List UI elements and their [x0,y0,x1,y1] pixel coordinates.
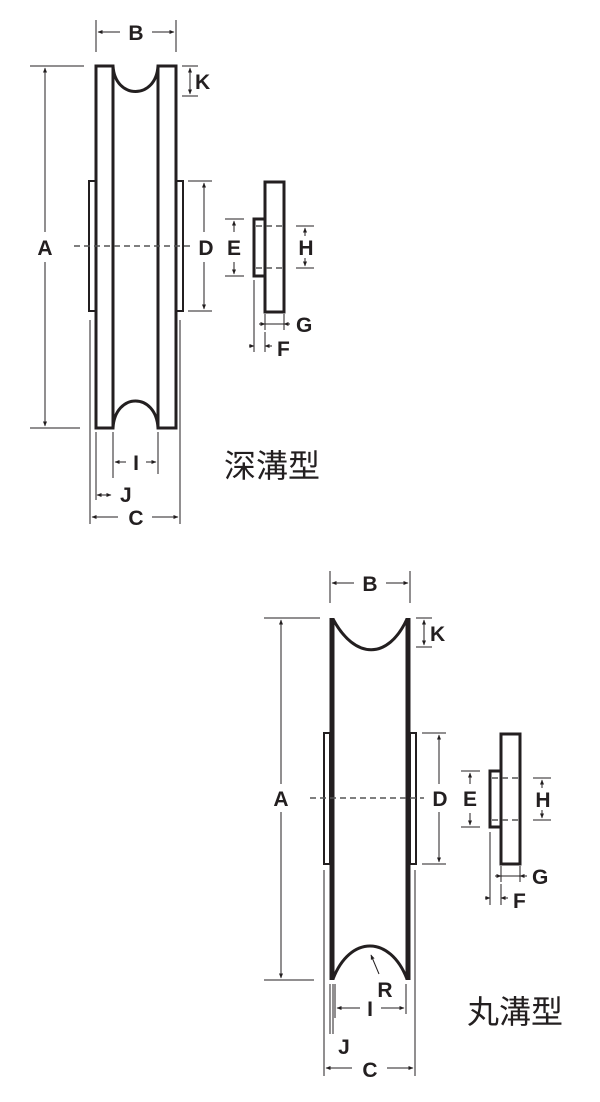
label-B: B [362,573,377,596]
label-B: B [128,22,143,45]
dim-E-1: E [225,218,244,277]
dim-H-2: H [533,777,551,821]
dim-G-1: G [259,314,312,337]
dim-J-2: J [329,984,350,1059]
dim-C-1: C [89,320,181,530]
label-D: D [432,788,447,811]
label-J: J [120,484,132,507]
label-C: C [362,1059,377,1082]
dim-I-1: I [112,432,159,478]
diagram-2-title: 丸溝型 [467,993,563,1031]
bushing-2 [488,732,522,866]
label-H: H [535,789,550,812]
label-A: A [37,237,52,260]
label-E: E [227,237,241,260]
label-R: R [377,979,392,1002]
dim-D-2: D [422,732,448,865]
dim-F-2: F [485,832,526,913]
dim-K-2: K [416,617,445,648]
label-F: F [513,890,526,913]
label-A: A [273,788,288,811]
bushing-1 [252,180,286,314]
dim-H-1: H [296,225,314,269]
deep-groove-diagram: A B K D [30,20,320,530]
label-J: J [338,1036,350,1059]
label-C: C [128,507,143,530]
label-K: K [430,623,445,646]
label-H: H [298,237,313,260]
wheel-2-body [329,618,411,980]
label-G: G [532,866,548,889]
diagram-1-title: 深溝型 [224,447,320,485]
label-E: E [463,788,477,811]
dim-J-1: J [95,432,132,507]
dim-K-1: K [182,65,210,97]
dim-D-1: D [188,180,214,312]
dim-F-1: F [249,280,290,361]
label-F: F [277,338,290,361]
dim-R-2: R [370,954,393,1002]
label-K: K [195,71,210,94]
dim-G-2: G [495,866,548,889]
dim-C-2: C [323,870,416,1082]
dim-A-1: A [30,65,84,429]
dim-I-2: I [334,984,407,1021]
wheel-1-body [94,64,178,430]
dim-B-1: B [95,20,177,52]
round-groove-diagram: A B K D [264,571,563,1082]
dim-A-2: A [264,617,320,981]
label-G: G [296,314,312,337]
label-D: D [198,237,213,260]
label-I: I [367,998,373,1021]
label-I: I [133,452,139,475]
dim-B-2: B [329,571,411,603]
dim-E-2: E [461,770,480,828]
